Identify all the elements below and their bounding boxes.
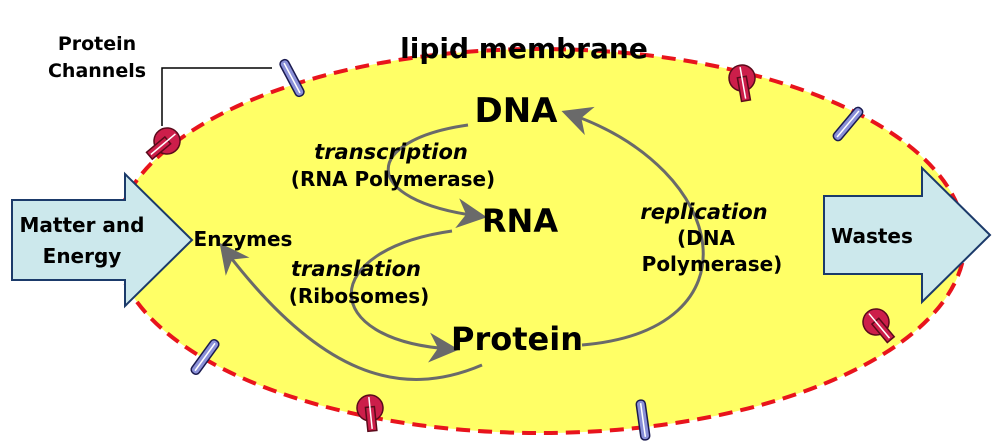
replication-label: replication [640, 200, 767, 224]
rna-polymerase-label: (RNA Polymerase) [291, 167, 495, 191]
protein-label: Protein [451, 320, 583, 358]
protein-pump-icon [728, 64, 756, 103]
wastes-label: Wastes [831, 224, 913, 248]
cell-body [115, 49, 965, 433]
protein-pump-icon [356, 394, 384, 433]
lipid-membrane-label: lipid membrane [400, 32, 648, 65]
translation-arrow [349, 229, 459, 363]
matter-and-energy-label-line1: Matter and [20, 213, 145, 237]
enzymes-arrow [219, 242, 483, 381]
dna-polymerase-label-line2: Polymerase) [642, 252, 783, 276]
rna-label: RNA [482, 202, 558, 240]
transcription-arrow [386, 123, 487, 229]
translation-label: translation [291, 257, 421, 281]
matter-and-energy-label-line2: Energy [43, 244, 122, 268]
protein-pump-icon [862, 308, 896, 344]
protein-channels-label-line2: Channels [48, 60, 146, 82]
transcription-label: transcription [314, 140, 468, 164]
protein-channel-icon [190, 339, 220, 375]
dna-label: DNA [475, 91, 559, 131]
matter-and-energy-arrow: Matter and Energy [11, 171, 194, 309]
ribosomes-label: (Ribosomes) [289, 284, 430, 308]
protein-channel-icon [832, 106, 864, 142]
protein-channel-icon [635, 399, 651, 441]
protein-channels-leader-line [161, 67, 272, 126]
protein-pump-icon [145, 127, 181, 161]
enzymes-label: Enzymes [194, 227, 293, 251]
wastes-arrow: Wastes [823, 165, 992, 305]
protein-channel-icon [279, 58, 305, 98]
replication-arrow [561, 106, 705, 347]
protein-channels-label-line1: Protein [58, 33, 136, 55]
dna-polymerase-label-line1: (DNA [677, 226, 735, 250]
